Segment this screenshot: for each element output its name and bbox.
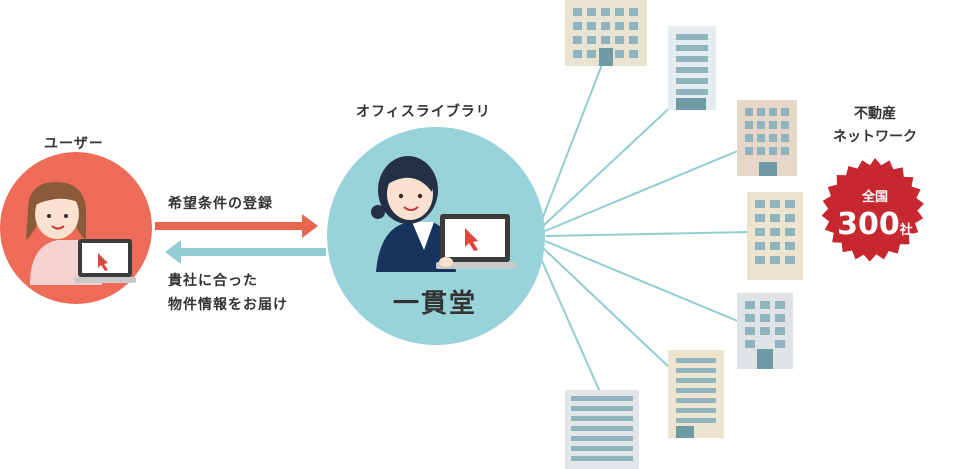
building-1 xyxy=(565,0,647,66)
connection-line xyxy=(537,251,601,393)
arrow-left xyxy=(165,240,326,264)
library-node xyxy=(327,127,545,345)
network-label-line2: ネットワーク xyxy=(833,129,917,145)
user-label: ユーザー xyxy=(44,136,104,152)
badge-region: 全国 xyxy=(861,190,888,205)
building-2 xyxy=(668,26,716,110)
building-body xyxy=(668,350,724,438)
arrow-left-label-line2: 物件情報をお届け xyxy=(168,297,288,313)
library-label: オフィスライブラリ xyxy=(356,104,491,120)
building-4 xyxy=(747,192,803,280)
badge-unit: 社 xyxy=(899,223,913,238)
connection-line xyxy=(545,231,751,237)
arrow-right xyxy=(155,214,318,238)
arrow-left-label-line1: 貴社に合った xyxy=(168,273,258,289)
building-5 xyxy=(737,293,793,369)
company-name: 一貫堂 xyxy=(392,289,477,319)
connection-lines xyxy=(537,61,751,393)
network-badge xyxy=(821,158,924,262)
connection-line xyxy=(540,61,604,223)
user-node xyxy=(0,152,152,304)
staff-avatar-icon xyxy=(371,156,516,272)
building-7 xyxy=(565,390,639,469)
connection-line xyxy=(544,240,741,323)
arrow-right-label: 希望条件の登録 xyxy=(168,196,273,212)
badge-count: 300社 xyxy=(822,208,928,248)
connection-line xyxy=(544,149,741,232)
badge-number: 300 xyxy=(837,207,900,242)
user-avatar-icon xyxy=(26,182,136,285)
network-label-line1: 不動産 xyxy=(854,106,896,122)
building-6 xyxy=(668,350,724,438)
connection-line xyxy=(541,246,673,371)
building-3 xyxy=(737,100,797,176)
connection-line xyxy=(542,99,679,227)
